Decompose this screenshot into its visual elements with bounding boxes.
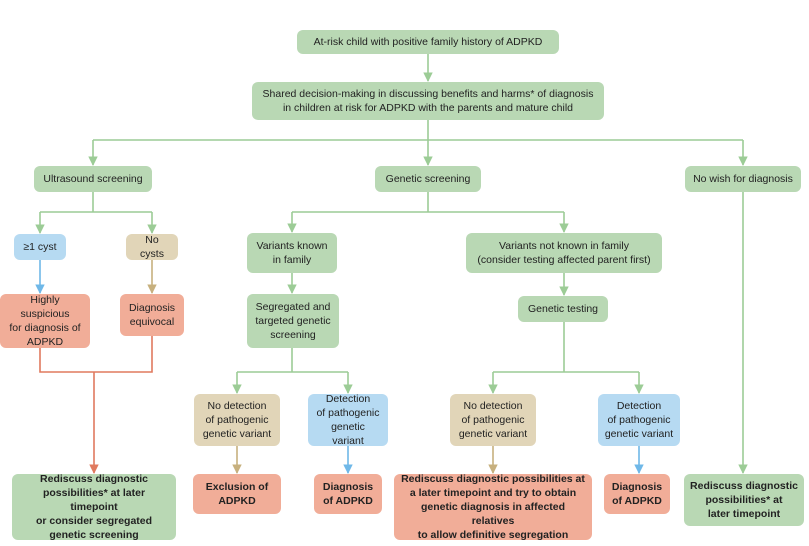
node-no-wish: No wish for diagnosis	[685, 166, 801, 192]
node-segregated-screening: Segregated and targeted genetic screenin…	[247, 294, 339, 348]
node-diagnosis-equivocal: Diagnosis equivocal	[120, 294, 184, 336]
node-ultrasound-screening: Ultrasound screening	[34, 166, 152, 192]
node-genetic-screening: Genetic screening	[375, 166, 481, 192]
node-no-detection-known: No detection of pathogenic genetic varia…	[194, 394, 280, 446]
node-rediscuss-genetic: Rediscuss diagnostic possibilities at a …	[394, 473, 592, 541]
node-root: At-risk child with positive family histo…	[297, 30, 559, 54]
node-exclusion-adpkd: Exclusion of ADPKD	[193, 474, 281, 514]
node-no-cysts: No cysts	[126, 234, 178, 260]
node-one-cyst: ≥1 cyst	[14, 234, 66, 260]
node-detection-known: Detection of pathogenic genetic variant	[308, 393, 388, 447]
node-diagnosis-adpkd-unknown: Diagnosis of ADPKD	[604, 474, 670, 514]
node-diagnosis-adpkd-known: Diagnosis of ADPKD	[314, 474, 382, 514]
node-no-detection-unknown: No detection of pathogenic genetic varia…	[450, 394, 536, 446]
node-rediscuss-ultrasound: Rediscuss diagnostic possibilities* at l…	[12, 473, 176, 541]
connector-line	[39, 336, 153, 373]
node-highly-suspicious: Highly suspicious for diagnosis of ADPKD	[0, 294, 90, 348]
node-genetic-testing: Genetic testing	[518, 296, 608, 322]
node-detection-unknown: Detection of pathogenic genetic variant	[598, 394, 680, 446]
node-shared-decision: Shared decision-making in discussing ben…	[252, 82, 604, 120]
node-variants-known: Variants known in family	[247, 233, 337, 273]
node-variants-not-known: Variants not known in family (consider t…	[466, 233, 662, 273]
node-rediscuss-no-wish: Rediscuss diagnostic possibilities* at l…	[684, 474, 804, 526]
